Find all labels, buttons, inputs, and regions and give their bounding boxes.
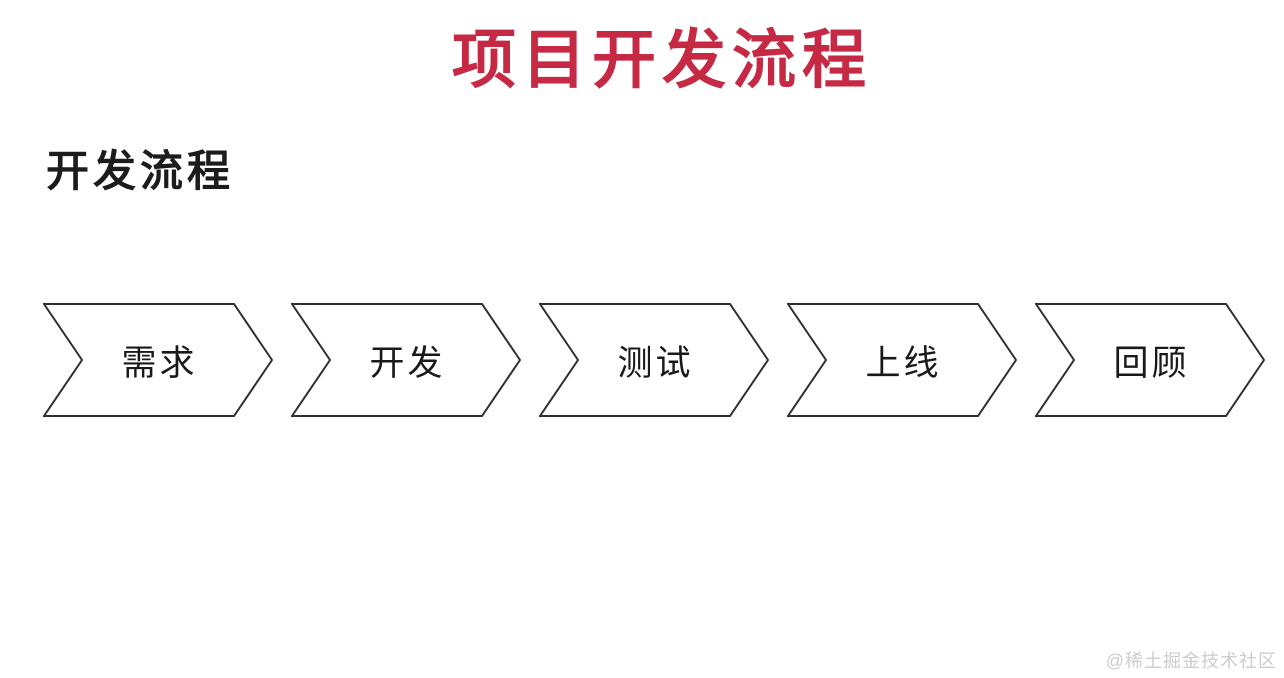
flow-step-launch: 上线 (787, 303, 1017, 417)
flow-step-label: 需求 (121, 343, 198, 383)
flow-step-label: 上线 (865, 343, 942, 383)
flow-step-requirements: 需求 (43, 303, 273, 417)
chevron-arrow-shape (787, 303, 1017, 417)
chevron-arrow-shape (43, 303, 273, 417)
watermark: @稀土掘金技术社区 (1105, 651, 1277, 671)
chevron-arrow-shape (539, 303, 769, 417)
flow-step-development: 开发 (291, 303, 521, 417)
section-heading: 开发流程 (46, 148, 234, 196)
process-flow: 需求 开发 测试 上线 回顾 (43, 303, 1265, 417)
flow-step-review: 回顾 (1035, 303, 1265, 417)
chevron-arrow-shape (1035, 303, 1265, 417)
flow-step-label: 测试 (617, 343, 694, 383)
page-title: 项目开发流程 (452, 24, 872, 96)
flow-step-label: 回顾 (1113, 343, 1190, 383)
chevron-arrow-shape (291, 303, 521, 417)
flow-step-label: 开发 (369, 343, 446, 383)
flow-step-testing: 测试 (539, 303, 769, 417)
